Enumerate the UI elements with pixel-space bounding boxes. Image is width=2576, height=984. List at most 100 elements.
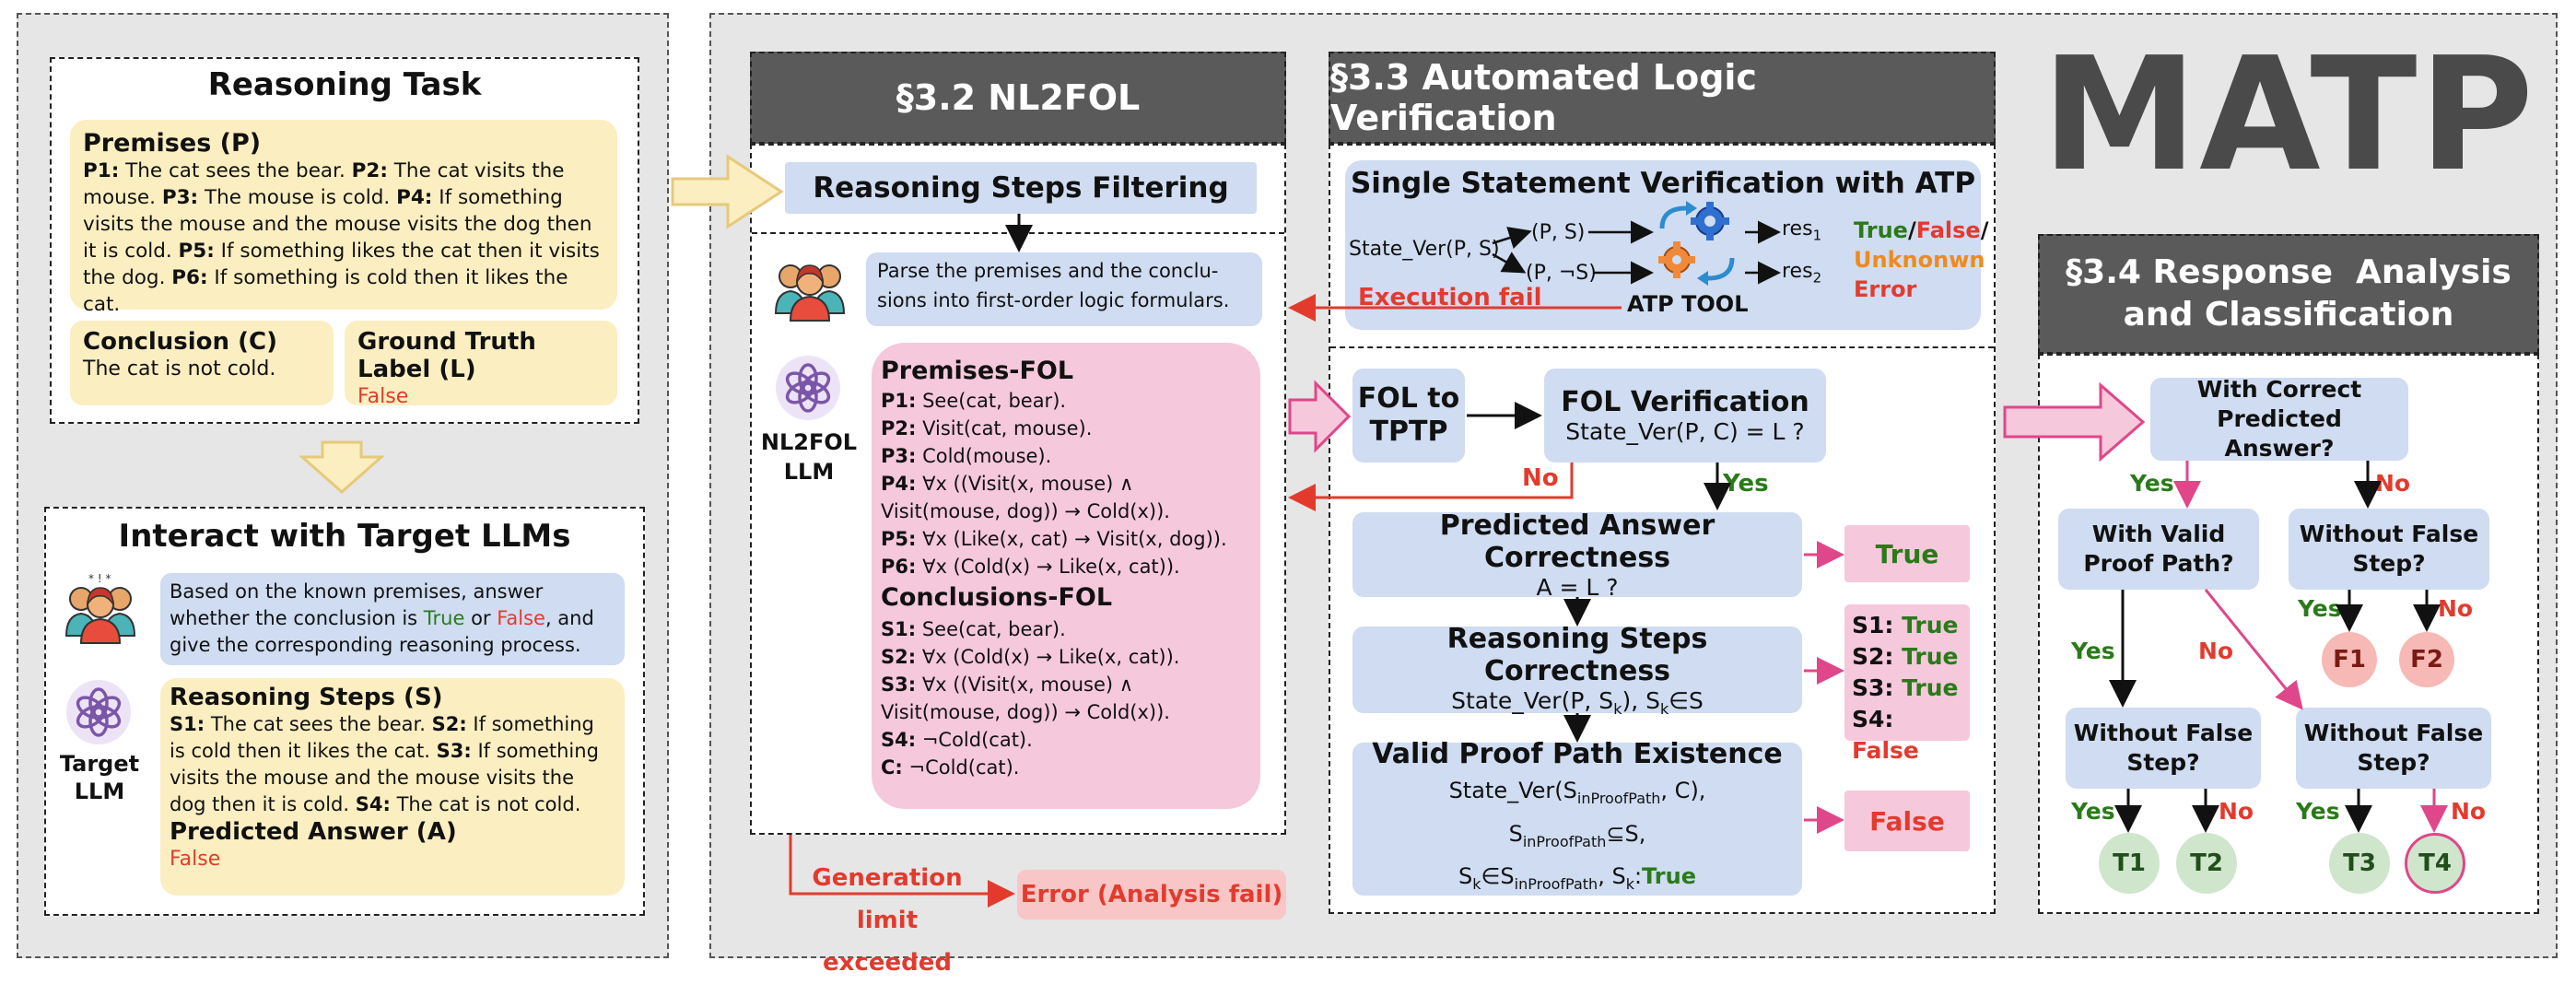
out-true: True [1854,217,1908,243]
pac-title: Predicted Answer Correctness [1439,509,1715,574]
premises-text: P1: The cat sees the bear. P2: The cat v… [83,158,604,318]
node-t3: T3 [2329,833,2390,894]
vpp-part: , S [1598,863,1626,890]
conclusion-text: The cat is not cold. [83,357,276,381]
fol-text: ¬Cold(cat). [916,729,1033,751]
premise-text: If something is cold then it likes the c… [83,266,568,316]
label-title: Ground Truth Label (L) [357,328,536,383]
conclusion-box: Conclusion (C) The cat is not cold. [70,321,334,405]
fol-verification-title: FOL Verification [1561,386,1809,418]
parse-instruction-text: Parse the premises and the conclu-sions … [877,260,1230,311]
gen-limit-line: Generation [812,864,963,892]
reasoning-steps-title: Reasoning Steps (S) [170,684,443,711]
q-without-false-step-a: Without False Step? [2289,509,2489,590]
rac-no-5: No [2451,798,2487,825]
res-sub: 1 [1812,227,1822,244]
state-ver-label: State_Ver(P, S) [1349,238,1500,261]
rsc-sub: k [1659,699,1669,718]
res2-label: res2 [1782,260,1821,286]
vpp-part: S [1508,820,1523,847]
vpp-line-2: SinProofPath⊆S, [1509,816,1646,860]
node-t2: T2 [2176,833,2237,894]
fol-id: S4: [881,729,917,751]
fol-id: P3: [881,445,917,467]
q-without-false-step-c: Without False Step? [2296,708,2491,789]
atp-outputs: True/False/ Unknonwn Error [1854,217,1988,302]
fol-id: S3: [881,674,917,696]
people-group-icon [770,249,849,322]
premise-text: The mouse is cold. [198,186,397,209]
arrow-verification-no [1288,463,1574,511]
conclusions-fol-title: Conclusions-FOL [881,583,1113,612]
target-llm-label: Target LLM [52,750,147,805]
rsc-results-box: S1: True S2: True S3: True S4: False [1844,604,1970,764]
premise-text: The cat sees the bear. [119,159,352,182]
arrow-rac-no-3 [2204,589,2303,710]
reasoning-task-title: Reasoning Task [207,66,482,103]
step-id: S3: [436,740,472,762]
rac-no-3: No [2198,638,2234,664]
step-id: S1: [170,713,205,735]
nl2fol-header: §3.2 NL2FOL [750,52,1286,144]
node-f1: F1 [2322,632,2377,687]
rac-header-line: §3.4 Response Analysis [2066,253,2512,291]
pns-label: (P, ¬S) [1526,262,1597,285]
block-arrow-alv-to-rac [2003,381,2146,463]
rsc-step-val: True [1902,643,1959,670]
node-t4: T4 [2405,833,2465,894]
rac-yes-5: Yes [2296,798,2340,825]
no-label: No [1522,464,1559,492]
pac-expr: A = L ? [1536,573,1619,601]
vpp-sub: k [1472,875,1481,894]
rac-no-2: No [2438,595,2474,622]
fol-text: ∀x (Cold(x) → Like(x, cat)). [916,646,1180,668]
rsc-step-val: False [1852,737,1919,764]
interact-title: Interact with Target LLMs [118,518,571,555]
fol-to-tptp-box: FOL to TPTP [1352,369,1465,463]
matp-title: MATP [2041,24,2536,206]
step-id: S2: [431,713,467,735]
step-text: The cat is not cold. [390,793,581,815]
nl2fol-llm-label: NL2FOL LLM [755,428,862,486]
premise-text: If something likes the cat then it visit… [83,240,600,289]
llm-label-line: LLM [783,459,835,485]
fol-text: See(cat, bear). [916,618,1066,640]
block-arrow-task-to-nl2fol [671,154,784,229]
alv-header: §3.3 Automated Logic Verification [1329,52,1996,144]
rsc-sub: k [1613,699,1622,718]
label-box: Ground Truth Label (L) False [345,321,617,408]
single-statement-title: Single Statement Verification with ATP [1350,167,1976,200]
res-text: res [1782,260,1813,283]
out-error: Error [1854,276,1917,302]
arrow-statever-to-pns [1492,252,1527,274]
fol-id: S2: [881,646,917,668]
fol-verification-box: FOL Verification State_Ver(P, C) = L ? [1544,369,1826,463]
node-t1: T1 [2099,833,2160,894]
premise-id: P1: [83,159,120,182]
reasoning-steps-box: Reasoning Steps (S) S1: The cat sees the… [160,678,625,896]
llm-label-line: NL2FOL [760,429,858,455]
prompt-box: Based on the known premises, answer whet… [160,573,625,665]
arrow-statever-to-ps [1492,227,1532,249]
fol-text: ∀x ((Visit(x, mouse) ∧ [916,674,1134,696]
premises-fol-title: Premises-FOL [881,357,1074,385]
openai-logo-icon [64,678,133,746]
rsc-step-val: True [1902,612,1959,638]
fol-text: ∀x ((Visit(x, mouse) ∧ [916,473,1134,495]
vpp-sub: inProofPath [1522,832,1607,850]
premise-id: P5: [178,240,215,263]
vpp-part: S [1458,863,1473,890]
rsc-part: ), S [1622,686,1660,714]
res-sub: 2 [1812,269,1822,287]
rsc-title: Reasoning Steps Correctness [1446,622,1708,687]
premise-id: P4: [396,186,433,209]
fol-id: P6: [881,556,917,578]
vpp-part: ∈S [1481,863,1515,890]
vpp-sub: inProofPath [1576,789,1661,807]
conclusion-title: Conclusion (C) [83,328,277,356]
premises-title: Premises (P) [83,129,262,158]
rsc-step-val: True [1902,674,1959,701]
premises-box: Premises (P) P1: The cat sees the bear. … [70,120,617,316]
node-f2: F2 [2399,632,2454,687]
